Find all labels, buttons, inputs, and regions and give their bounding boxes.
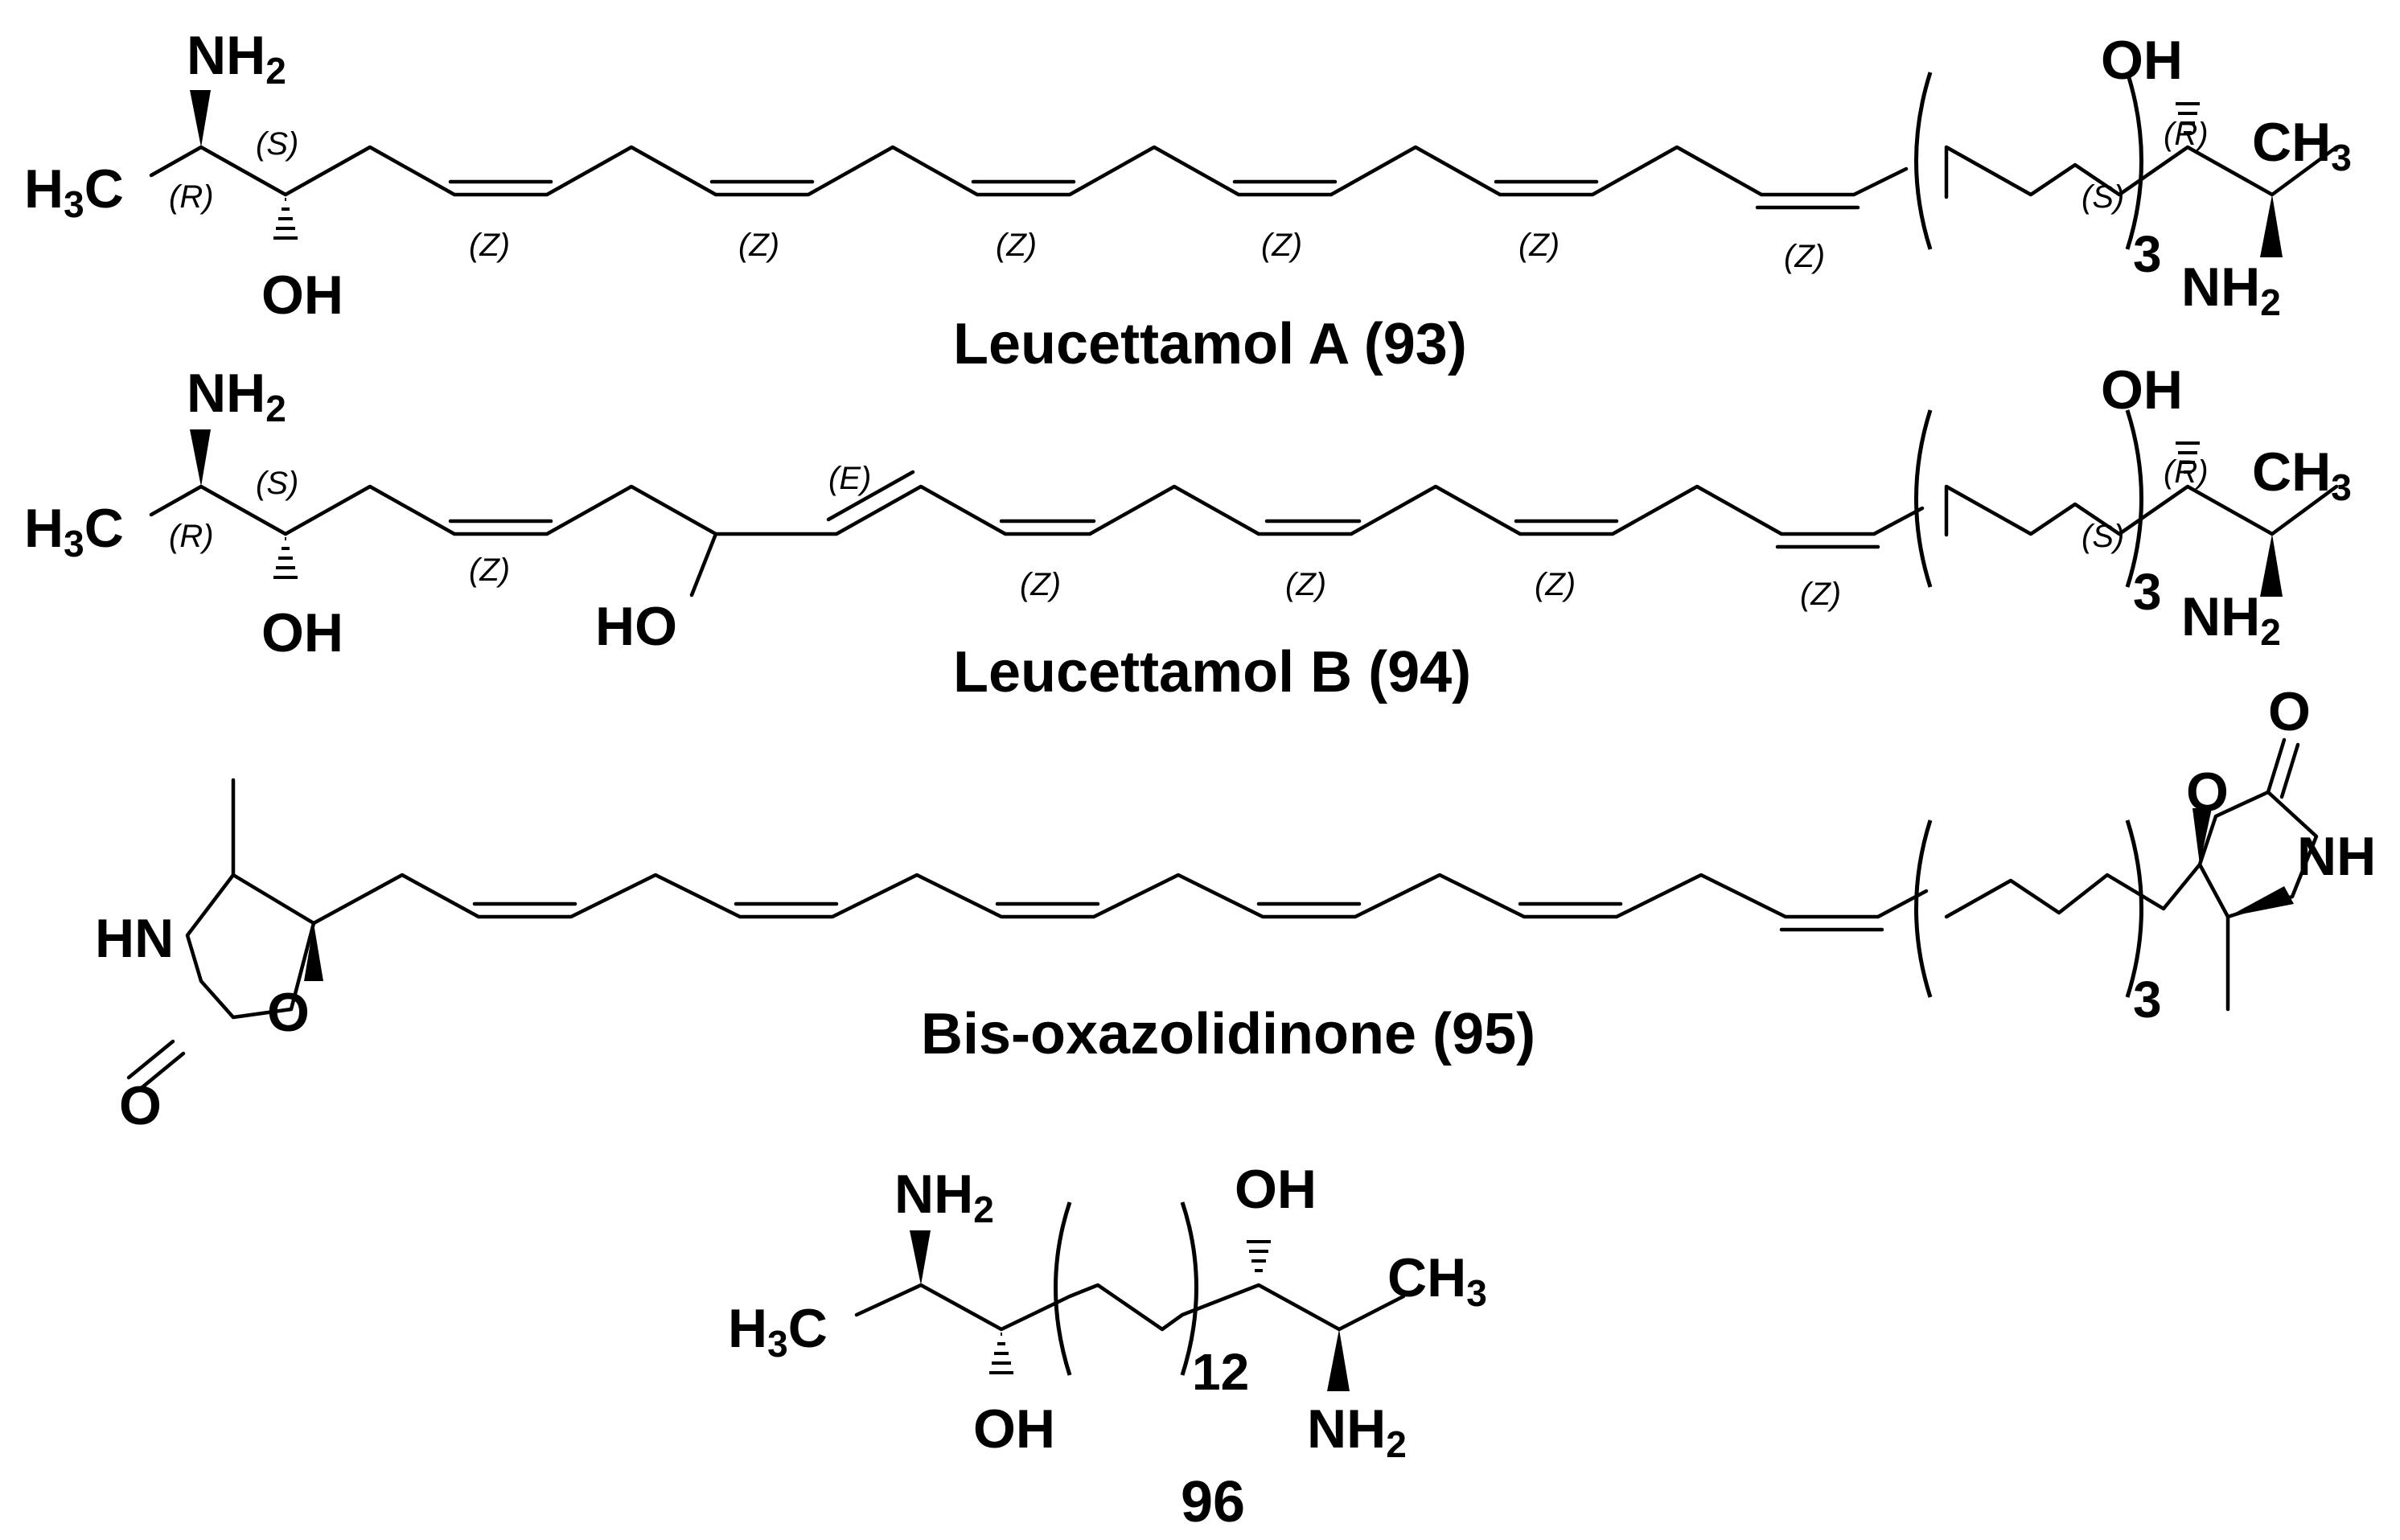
compound-95-skeleton xyxy=(126,737,2319,1093)
compound-93-repeat-paren-open xyxy=(1914,72,1933,250)
compound-95: HN O O 3 O O NH Bis-oxazolidinone (95) xyxy=(95,681,2376,1136)
compound-93-oh-right: OH xyxy=(2101,30,2183,91)
compound-95-repeat-count: 3 xyxy=(2133,971,2162,1029)
compound-93-z-label: (Z) xyxy=(1784,239,1825,274)
compound-95-name: Bis-oxazolidinone (95) xyxy=(921,1002,1535,1066)
compound-94-nh2-left: NH2 xyxy=(187,363,286,429)
compound-94-ho-mid: HO xyxy=(595,596,677,657)
compound-95-left-hn: HN xyxy=(95,908,174,969)
compound-94-ch3-left: H3C xyxy=(24,498,124,565)
compound-96-nh2-left: NH2 xyxy=(894,1164,994,1230)
compound-93-name: Leucettamol A (93) xyxy=(953,312,1467,376)
compound-93-z-label: (Z) xyxy=(469,228,510,263)
compound-93-z-label: (Z) xyxy=(1518,228,1560,263)
compound-95-left-o-carbonyl: O xyxy=(119,1075,162,1136)
compound-94-oh-left: OH xyxy=(261,602,343,663)
compound-94-stereo-r-right: (R) xyxy=(2164,454,2209,490)
compound-96-ch3-left: H3C xyxy=(728,1298,828,1365)
compound-96-repeat-count: 12 xyxy=(1192,1343,1249,1401)
compound-96-nh2-right: NH2 xyxy=(1307,1398,1407,1465)
compound-93: NH2 H3C OH (R) (S) (Z) (Z) (Z) (Z) (Z) (… xyxy=(24,25,2352,376)
compound-96-repeat-paren-close xyxy=(1180,1201,1198,1376)
compound-96-repeat-paren-open xyxy=(1054,1201,1072,1376)
compound-95-right-o-carbonyl: O xyxy=(2268,681,2311,742)
compound-94-stereo-s-right: (S) xyxy=(2082,519,2124,554)
compound-94-z-label: (Z) xyxy=(1285,567,1326,602)
compound-94-z-label: (Z) xyxy=(469,552,510,588)
compound-93-stereo-r-left: (R) xyxy=(169,179,214,215)
compound-96: NH2 H3C OH 12 OH CH3 NH2 96 xyxy=(728,1159,1487,1534)
compound-96-oh-right: OH xyxy=(1235,1159,1317,1220)
compound-96-oh-left: OH xyxy=(973,1398,1055,1460)
compound-94-nh2-right: NH2 xyxy=(2181,586,2281,653)
compound-93-z-label: (Z) xyxy=(996,228,1037,263)
compound-94-repeat-paren-open xyxy=(1914,409,1933,588)
compound-93-oh-left: OH xyxy=(261,265,343,326)
compound-95-repeat-paren-close xyxy=(2125,819,2143,998)
compound-95-right-o-ring: O xyxy=(2186,762,2229,823)
compound-93-nh2-right: NH2 xyxy=(2181,257,2281,323)
compound-93-ch3-left: H3C xyxy=(24,158,124,225)
compound-95-right-nh: NH xyxy=(2297,826,2376,887)
compound-93-stereo-r-right: (R) xyxy=(2164,117,2209,152)
compound-94-e-label: (E) xyxy=(828,461,871,496)
compound-94-skeleton xyxy=(149,429,2339,598)
compound-96-ch3-right: CH3 xyxy=(1387,1247,1487,1314)
compound-94: NH2 H3C OH (R) (S) HO (E) (Z) (Z) (Z) (Z… xyxy=(24,359,2352,704)
compound-94-repeat-count: 3 xyxy=(2133,563,2162,621)
compound-96-name: 96 xyxy=(1181,1470,1245,1534)
compound-94-stereo-r-left: (R) xyxy=(169,519,214,554)
compound-94-z-label: (Z) xyxy=(1020,567,1061,602)
compound-93-stereo-s-left: (S) xyxy=(256,126,298,162)
compound-93-nh2-left: NH2 xyxy=(187,25,286,92)
compound-94-ch3-right: CH3 xyxy=(2252,441,2352,508)
compound-93-repeat-paren-close xyxy=(2125,72,2143,250)
compound-93-z-label: (Z) xyxy=(738,228,779,263)
compound-94-repeat-paren-close xyxy=(2125,409,2143,588)
compound-93-stereo-s-right: (S) xyxy=(2082,179,2124,215)
compound-94-oh-right: OH xyxy=(2101,359,2183,421)
compound-95-left-o-ring: O xyxy=(267,982,310,1043)
compound-94-stereo-s-left: (S) xyxy=(256,466,298,501)
compound-94-name: Leucettamol B (94) xyxy=(953,640,1471,704)
compound-94-z-label: (Z) xyxy=(1800,577,1841,612)
compound-94-z-label: (Z) xyxy=(1535,567,1576,602)
compound-93-repeat-count: 3 xyxy=(2133,225,2162,283)
compound-93-ch3-right: CH3 xyxy=(2252,112,2352,179)
compound-93-skeleton xyxy=(149,90,2339,257)
compound-95-repeat-paren-open xyxy=(1914,819,1933,998)
compound-93-z-label: (Z) xyxy=(1261,228,1302,263)
compound-96-skeleton xyxy=(854,1230,1406,1391)
